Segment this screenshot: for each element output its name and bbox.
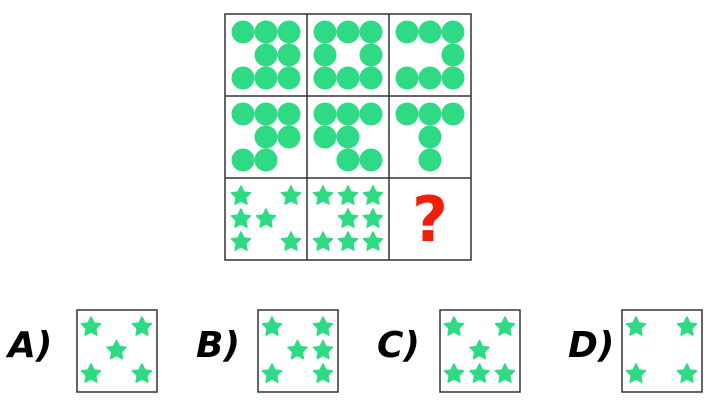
star-shape [230, 208, 252, 228]
circle-shape [277, 66, 301, 90]
circle-shape [231, 66, 255, 90]
option-b-box[interactable] [257, 309, 339, 393]
circle-shape [231, 148, 255, 172]
answer-options [76, 309, 703, 393]
circle-shape [277, 43, 301, 67]
circle-shape [313, 20, 337, 44]
circle-shape [395, 20, 419, 44]
star-shape [261, 363, 283, 383]
star-shape [469, 339, 490, 360]
circle-shape [277, 102, 301, 126]
star-shape [625, 316, 647, 336]
circle-shape [336, 148, 360, 172]
star-shape [80, 363, 102, 383]
star-shape [287, 339, 308, 360]
circle-shape [254, 102, 278, 126]
star-shape [261, 316, 283, 336]
circle-shape [231, 102, 255, 126]
star-shape [80, 316, 102, 336]
circle-shape [395, 66, 419, 90]
star-shape [312, 316, 334, 336]
circle-shape [359, 148, 383, 172]
star-shape [312, 231, 334, 251]
circle-shape [254, 20, 278, 44]
star-shape [337, 208, 359, 228]
circle-shape [313, 102, 337, 126]
matrix-cell-8 [312, 185, 384, 251]
circle-shape [313, 125, 337, 149]
star-shape [443, 316, 465, 336]
circle-shape [336, 125, 360, 149]
circle-shape [254, 125, 278, 149]
star-shape [362, 231, 384, 251]
option-c-box[interactable] [439, 309, 521, 393]
circle-shape [277, 125, 301, 149]
option-a-label[interactable]: A) [8, 325, 53, 366]
circle-shape [441, 43, 465, 67]
star-shape [625, 363, 647, 383]
option-c-label[interactable]: C) [377, 325, 420, 366]
circle-shape [359, 20, 383, 44]
star-shape [337, 231, 359, 251]
circle-shape [336, 66, 360, 90]
circle-shape [254, 66, 278, 90]
circle-shape [359, 66, 383, 90]
star-shape [362, 208, 384, 228]
option-b-label[interactable]: B) [196, 325, 240, 366]
matrix-cell-5 [313, 102, 383, 172]
circle-shape [441, 20, 465, 44]
circle-shape [418, 102, 442, 126]
star-shape [676, 316, 698, 336]
star-shape [494, 316, 516, 336]
star-shape [362, 185, 384, 205]
option-a-box[interactable] [76, 309, 158, 393]
star-shape [312, 339, 334, 360]
option-d-label[interactable]: D) [568, 325, 615, 366]
star-shape [312, 363, 334, 383]
star-shape [106, 339, 127, 360]
question-mark: ? [412, 183, 448, 256]
circle-shape [418, 125, 442, 149]
star-shape [494, 363, 516, 383]
circle-shape [231, 20, 255, 44]
matrix-cell-3 [395, 20, 465, 90]
circle-shape [254, 43, 278, 67]
circle-shape [313, 43, 337, 67]
matrix-cell-1 [231, 20, 301, 90]
star-shape [230, 185, 252, 205]
star-shape [443, 363, 465, 383]
matrix-cell-2 [313, 20, 383, 90]
star-shape [280, 185, 302, 205]
star-shape [280, 231, 302, 251]
matrix-cell-9: ? [412, 183, 448, 256]
circle-shape [277, 20, 301, 44]
circle-shape [359, 43, 383, 67]
circle-shape [336, 102, 360, 126]
circle-shape [313, 66, 337, 90]
star-shape [337, 185, 359, 205]
star-shape [312, 185, 334, 205]
circle-shape [395, 102, 419, 126]
star-shape [676, 363, 698, 383]
star-shape [230, 231, 252, 251]
circle-shape [441, 66, 465, 90]
matrix-cell-6 [395, 102, 465, 172]
circle-shape [418, 20, 442, 44]
matrix-cell-4 [231, 102, 301, 172]
circle-shape [418, 148, 442, 172]
option-d-box[interactable] [621, 309, 703, 393]
circle-shape [441, 102, 465, 126]
circle-shape [359, 102, 383, 126]
star-shape [131, 316, 153, 336]
matrix-cell-7 [230, 185, 302, 251]
star-shape [131, 363, 153, 383]
star-shape [255, 208, 277, 228]
circle-shape [418, 66, 442, 90]
circle-shape [254, 148, 278, 172]
circle-shape [336, 20, 360, 44]
pattern-matrix: ? [224, 13, 472, 261]
star-shape [469, 363, 490, 383]
